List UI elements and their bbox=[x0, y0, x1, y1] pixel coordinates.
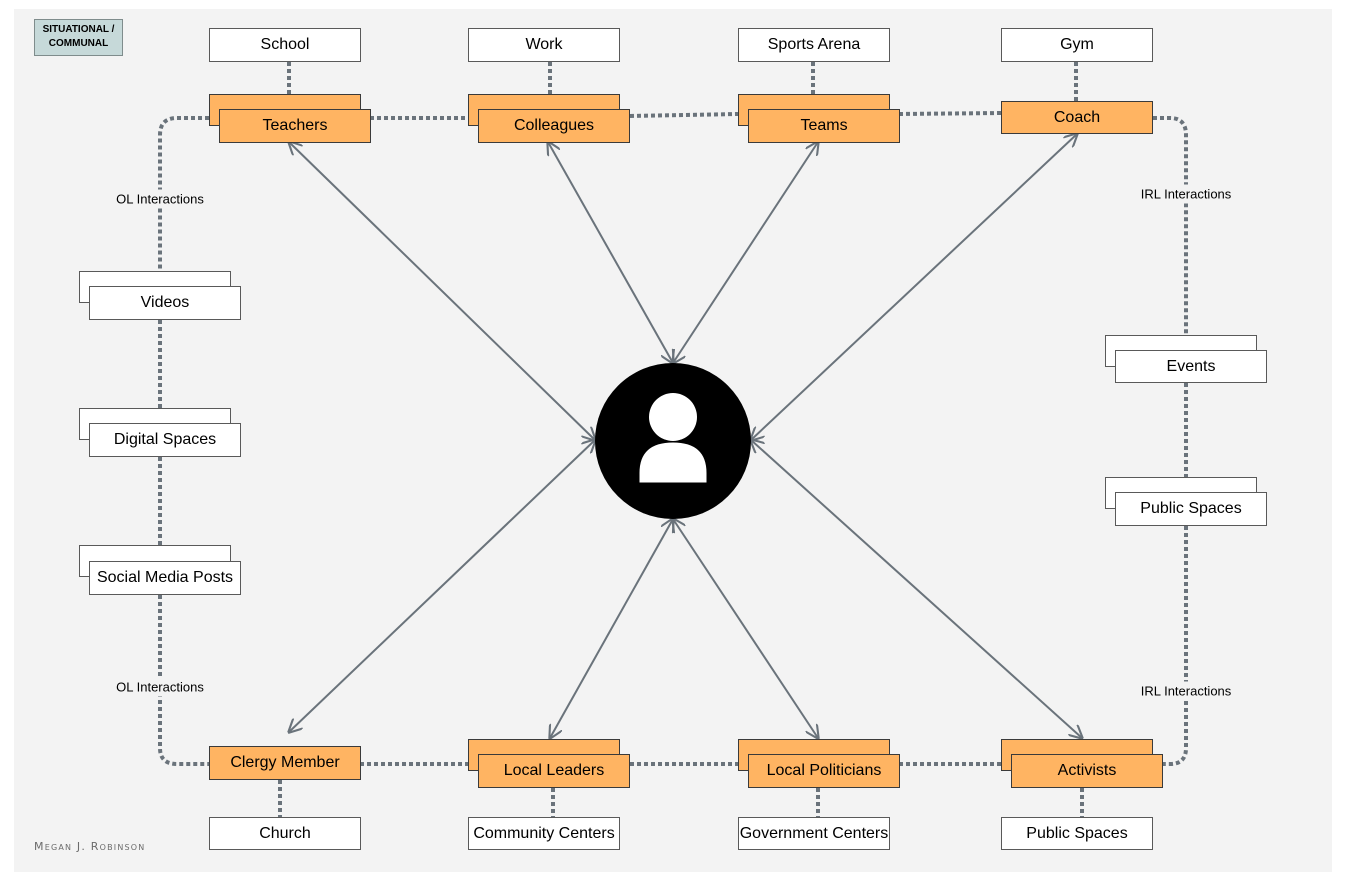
role-teachers: Teachers bbox=[219, 109, 371, 143]
irl-events: Events bbox=[1115, 350, 1267, 383]
author-signature: Megan J. Robinson bbox=[34, 840, 146, 853]
ol-interactions-label-top: OL Interactions bbox=[116, 189, 204, 209]
place-work: Work bbox=[468, 28, 620, 62]
place-government-centers: Government Centers bbox=[738, 817, 890, 850]
role-activists: Activists bbox=[1011, 754, 1163, 788]
irl-interactions-label-top: IRL Interactions bbox=[1140, 184, 1232, 204]
dotted-connectors bbox=[158, 62, 1188, 817]
irl-public-spaces: Public Spaces bbox=[1115, 492, 1267, 526]
irl-interactions-label-bottom: IRL Interactions bbox=[1140, 681, 1232, 701]
place-church: Church bbox=[209, 817, 361, 850]
role-teams: Teams bbox=[748, 109, 900, 143]
place-school: School bbox=[209, 28, 361, 62]
center-person bbox=[595, 363, 751, 519]
ol-interactions-label-bottom: OL Interactions bbox=[116, 677, 204, 697]
place-sports-arena: Sports Arena bbox=[738, 28, 890, 62]
place-gym: Gym bbox=[1001, 28, 1153, 62]
place-community-centers: Community Centers bbox=[468, 817, 620, 850]
place-public-spaces: Public Spaces bbox=[1001, 817, 1153, 850]
online-social-media-posts: Social Media Posts bbox=[89, 561, 241, 595]
category-tag-line2: COMMUNAL bbox=[48, 38, 109, 49]
influence-arrows bbox=[289, 134, 1082, 738]
role-colleagues: Colleagues bbox=[478, 109, 630, 143]
role-clergy-member: Clergy Member bbox=[209, 746, 361, 780]
role-local-politicians: Local Politicians bbox=[748, 754, 900, 788]
person-icon bbox=[636, 390, 710, 486]
online-videos: Videos bbox=[89, 286, 241, 320]
role-coach: Coach bbox=[1001, 101, 1153, 134]
role-local-leaders: Local Leaders bbox=[478, 754, 630, 788]
category-tag-line1: SITUATIONAL / bbox=[42, 24, 115, 35]
online-digital-spaces: Digital Spaces bbox=[89, 423, 241, 457]
category-tag: SITUATIONAL / COMMUNAL bbox=[34, 19, 123, 56]
